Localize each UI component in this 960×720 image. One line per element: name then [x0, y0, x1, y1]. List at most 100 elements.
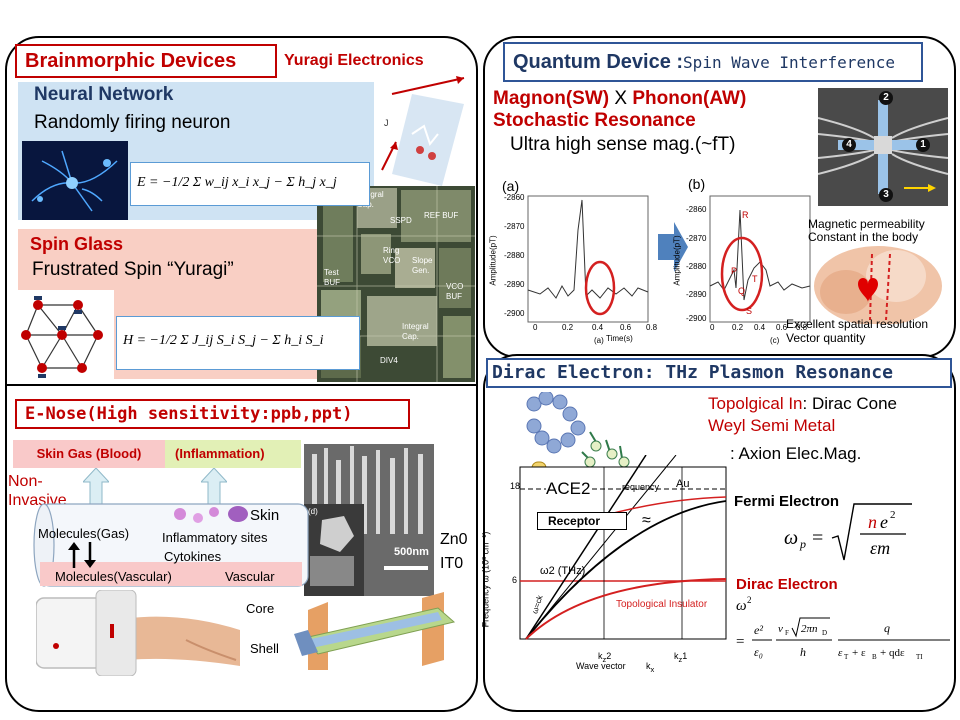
chip-label: SSPD: [390, 216, 412, 225]
chart-a-caption: (a): [594, 336, 604, 345]
chart-a-label: (a): [502, 178, 520, 194]
svg-text:B: B: [872, 653, 877, 661]
axion-label: : Axion Elec.Mag.: [730, 444, 862, 463]
chart-y6: 6: [512, 575, 518, 585]
spin-glass-title: Spin Glass: [30, 234, 124, 254]
chart-a-xtick: 0: [533, 323, 538, 332]
chart-y18: 18: [510, 481, 521, 491]
cytokines-label: Cytokines: [164, 549, 222, 564]
ecg-peak-s: S: [746, 306, 753, 316]
svg-text:J: J: [384, 118, 389, 128]
svg-text:p: p: [799, 537, 806, 551]
svg-text:εm: εm: [870, 538, 890, 558]
chart-b-xtick: 0.6: [776, 323, 788, 332]
exchange-arrows: [62, 542, 102, 568]
chart-a: [488, 170, 658, 350]
wavy-approx-icon: ≈: [642, 512, 651, 529]
chip-label: Integral Cap.: [402, 322, 429, 341]
device-number-1: 1: [916, 138, 930, 152]
magnon-label: Magnon(SW): [493, 88, 610, 109]
x-label: X: [614, 88, 628, 109]
chip-label: VCO BUF: [446, 282, 464, 301]
stochastic-resonance-label: Stochastic Resonance: [493, 110, 696, 131]
chart-b-xtick: 0.4: [754, 323, 766, 332]
chip-label: REF BUF: [424, 211, 459, 220]
chart-xlabel: Wave vector: [576, 661, 626, 671]
dispersion-chart: [486, 455, 732, 675]
nanowire-sem-image: (d): [304, 444, 434, 596]
chart-a-ytick: -2900: [504, 309, 525, 318]
chart-a-ytick: -2880: [504, 251, 525, 260]
energy-equation-text: E = −1/2 Σ w_ij x_i x_j − Σ h_j x_j: [137, 175, 337, 190]
ecg-peak-r: R: [742, 210, 749, 220]
svg-text:2: 2: [890, 509, 896, 521]
weyl-label: Weyl Semi Metal: [708, 416, 836, 435]
chip-label: Test BUF: [324, 268, 340, 287]
vector-quantity-label: Vector quantity: [786, 331, 866, 345]
chart-b-xtick: 0.2: [732, 323, 744, 332]
chart-b-xtick: 0: [710, 323, 715, 332]
chart-k2-text: k: [598, 651, 603, 661]
chart-b-ytick: -2890: [686, 290, 707, 299]
skin-cylinder: [30, 502, 318, 588]
chart-frequency: requency: [622, 482, 660, 492]
svg-text:e: e: [880, 512, 888, 532]
chart-b-xtick: 0.8: [796, 323, 808, 332]
skin-label: Skin: [250, 507, 280, 524]
chart-k2: kz2: [598, 651, 612, 664]
molecules-gas-label: Molecules(Gas): [38, 526, 130, 541]
constant-body-label: Constant in the body: [808, 230, 919, 244]
inflammatory-sites-label: Inflammatory sites: [162, 530, 268, 545]
chart-a-xtick: 0.4: [592, 323, 604, 332]
quantum-title-sub: Spin Wave Interference: [683, 53, 895, 72]
ecg-peak-q: Q: [738, 286, 746, 296]
enose-title: E-Nose(High sensitivity:ppb,ppt): [15, 399, 410, 429]
dirac-cone-label: : Dirac Cone: [802, 394, 897, 413]
wrist-device-image: [36, 590, 240, 676]
svg-text:2: 2: [747, 595, 752, 605]
ito-label: IT0: [440, 555, 464, 572]
brainmorphic-title: Brainmorphic Devices: [15, 44, 277, 78]
dirac-electron-label: Dirac Electron: [736, 576, 838, 593]
molecules-vascular-label: Molecules(Vascular): [55, 569, 172, 584]
core-shell-nanowire: [288, 590, 464, 674]
chart-omega2: ω2 (THz): [540, 565, 586, 577]
scale-bar: [384, 566, 428, 570]
chart-topo-ins: Topological Insulator: [616, 599, 708, 610]
chart-kx: kx: [646, 661, 655, 674]
svg-text:n: n: [868, 512, 877, 532]
spin-glass-desc: Frustrated Spin “Yuragi”: [32, 259, 234, 280]
fermi-equation: ω p = n e 2 εm: [776, 500, 916, 570]
transition-arrow: [658, 222, 688, 272]
topological-line: Topolgical In: Dirac Cone: [708, 394, 897, 414]
svg-text:D: D: [822, 629, 827, 637]
chip-label: Slope Gen.: [412, 256, 433, 275]
svg-text:e²: e²: [754, 623, 763, 637]
yuragi-subtitle: Yuragi Electronics: [284, 52, 424, 69]
chart-b-ytick: -2870: [686, 234, 707, 243]
chart-a-ytick: -2860: [504, 193, 525, 202]
chart-a-xtick: 0.2: [562, 323, 574, 332]
inflammation-bar: (Inflammation): [165, 440, 301, 468]
core-label: Core: [246, 601, 275, 616]
svg-text:ε: ε: [838, 647, 843, 659]
svg-text:TI: TI: [916, 653, 923, 661]
svg-text:+ qdε: + qdε: [880, 647, 905, 659]
device-number-2: 2: [879, 91, 893, 105]
svg-text:h: h: [800, 645, 806, 659]
chart-a-ytick: -2870: [504, 222, 525, 231]
chart-a-xlabel: Time(s): [606, 334, 633, 343]
dirac-equation: ω 2 = e² ε₀ v F 2πn D h q ε T + ε B + qd…: [734, 594, 952, 666]
chart-b-ytick: -2860: [686, 205, 707, 214]
energy-equation: E = −1/2 Σ w_ij x_i x_j − Σ h_j x_j: [130, 162, 370, 206]
topological-label: Topolgical In: [708, 394, 803, 413]
ace2-label: ACE2: [546, 479, 591, 499]
skin-gas-bar: Skin Gas (Blood): [13, 440, 165, 468]
svg-text:T: T: [844, 653, 849, 661]
chart-b-label: (b): [688, 176, 706, 192]
svg-text:=: =: [736, 634, 744, 650]
svg-text:=: =: [812, 527, 823, 549]
chart-b: [674, 170, 814, 350]
up-arrow-skin-gas: [83, 468, 109, 514]
receptor-label: Receptor: [537, 512, 627, 530]
